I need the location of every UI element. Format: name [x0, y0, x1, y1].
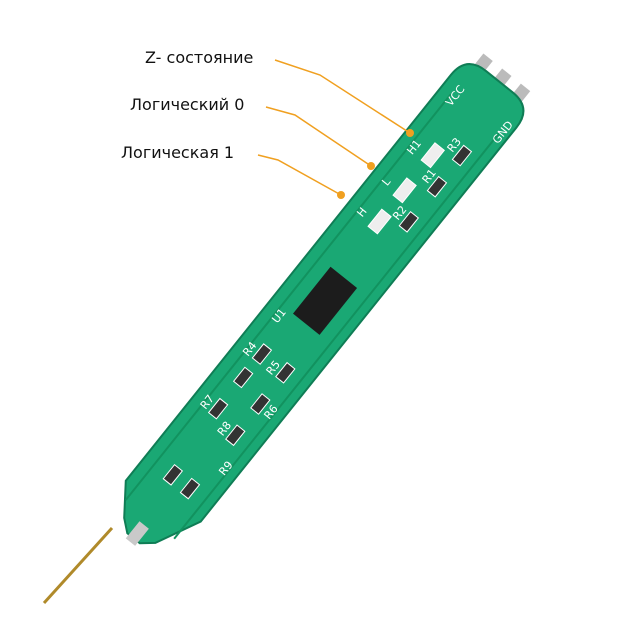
probe-needle — [42, 526, 114, 605]
ic-chip — [293, 266, 358, 335]
led-l — [392, 177, 417, 204]
callout-lines — [257, 59, 411, 196]
label-logic-1: Логическая 1 — [121, 143, 235, 162]
callout-dot-z — [406, 129, 414, 137]
led-h1 — [420, 142, 446, 169]
label-z-state: Z- состояние — [145, 48, 254, 67]
tip-solder — [125, 521, 149, 546]
led-h — [367, 208, 392, 235]
callout-dot-0 — [367, 162, 375, 170]
callout-dot-1 — [337, 191, 345, 199]
label-logic-0: Логический 0 — [130, 95, 245, 114]
